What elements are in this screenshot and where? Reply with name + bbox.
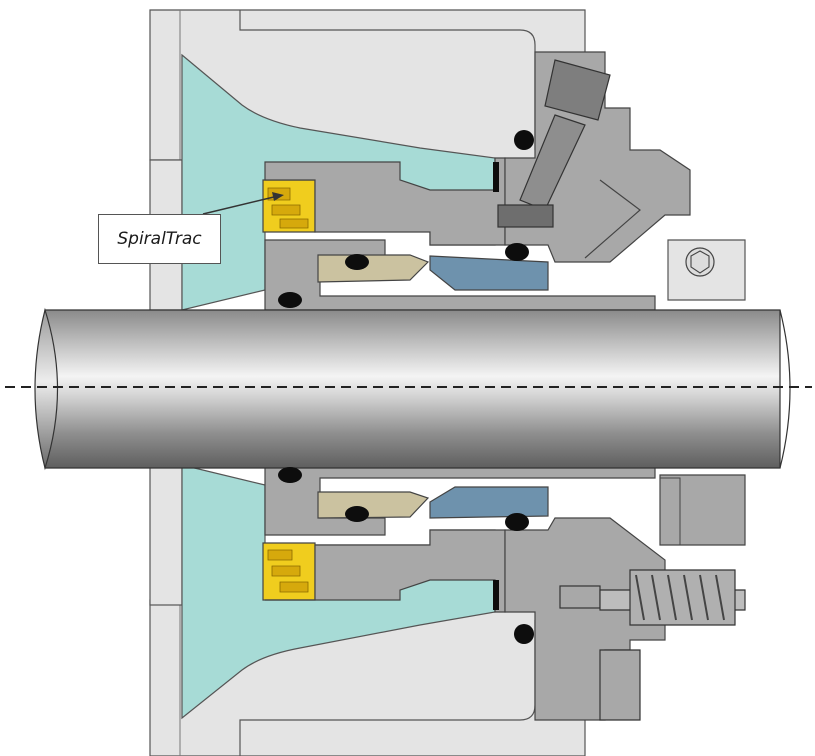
shaft (34, 307, 791, 471)
o-ring (345, 254, 369, 270)
drive-collar-upper (667, 239, 746, 301)
gasket (493, 580, 499, 610)
flush-port-fitting (497, 59, 611, 228)
o-ring (278, 292, 302, 308)
spiraltrac-callout-label: SpiralTrac (98, 214, 221, 264)
o-ring (514, 624, 534, 644)
spiraltrac-upper (262, 179, 316, 233)
o-ring (505, 513, 529, 531)
spring-bolt-assembly (559, 569, 746, 721)
gland-lower (504, 517, 666, 721)
callout-arrowhead (272, 192, 284, 201)
o-ring (345, 506, 369, 522)
o-ring (278, 467, 302, 483)
spiraltrac-lower (262, 542, 316, 601)
rotary-seal-face-lower (317, 486, 549, 519)
gasket (493, 162, 499, 192)
callout-leader-line (202, 195, 279, 215)
o-ring (514, 130, 534, 150)
o-rings (278, 130, 534, 644)
drive-collar-lower (659, 474, 746, 546)
o-ring (505, 243, 529, 261)
